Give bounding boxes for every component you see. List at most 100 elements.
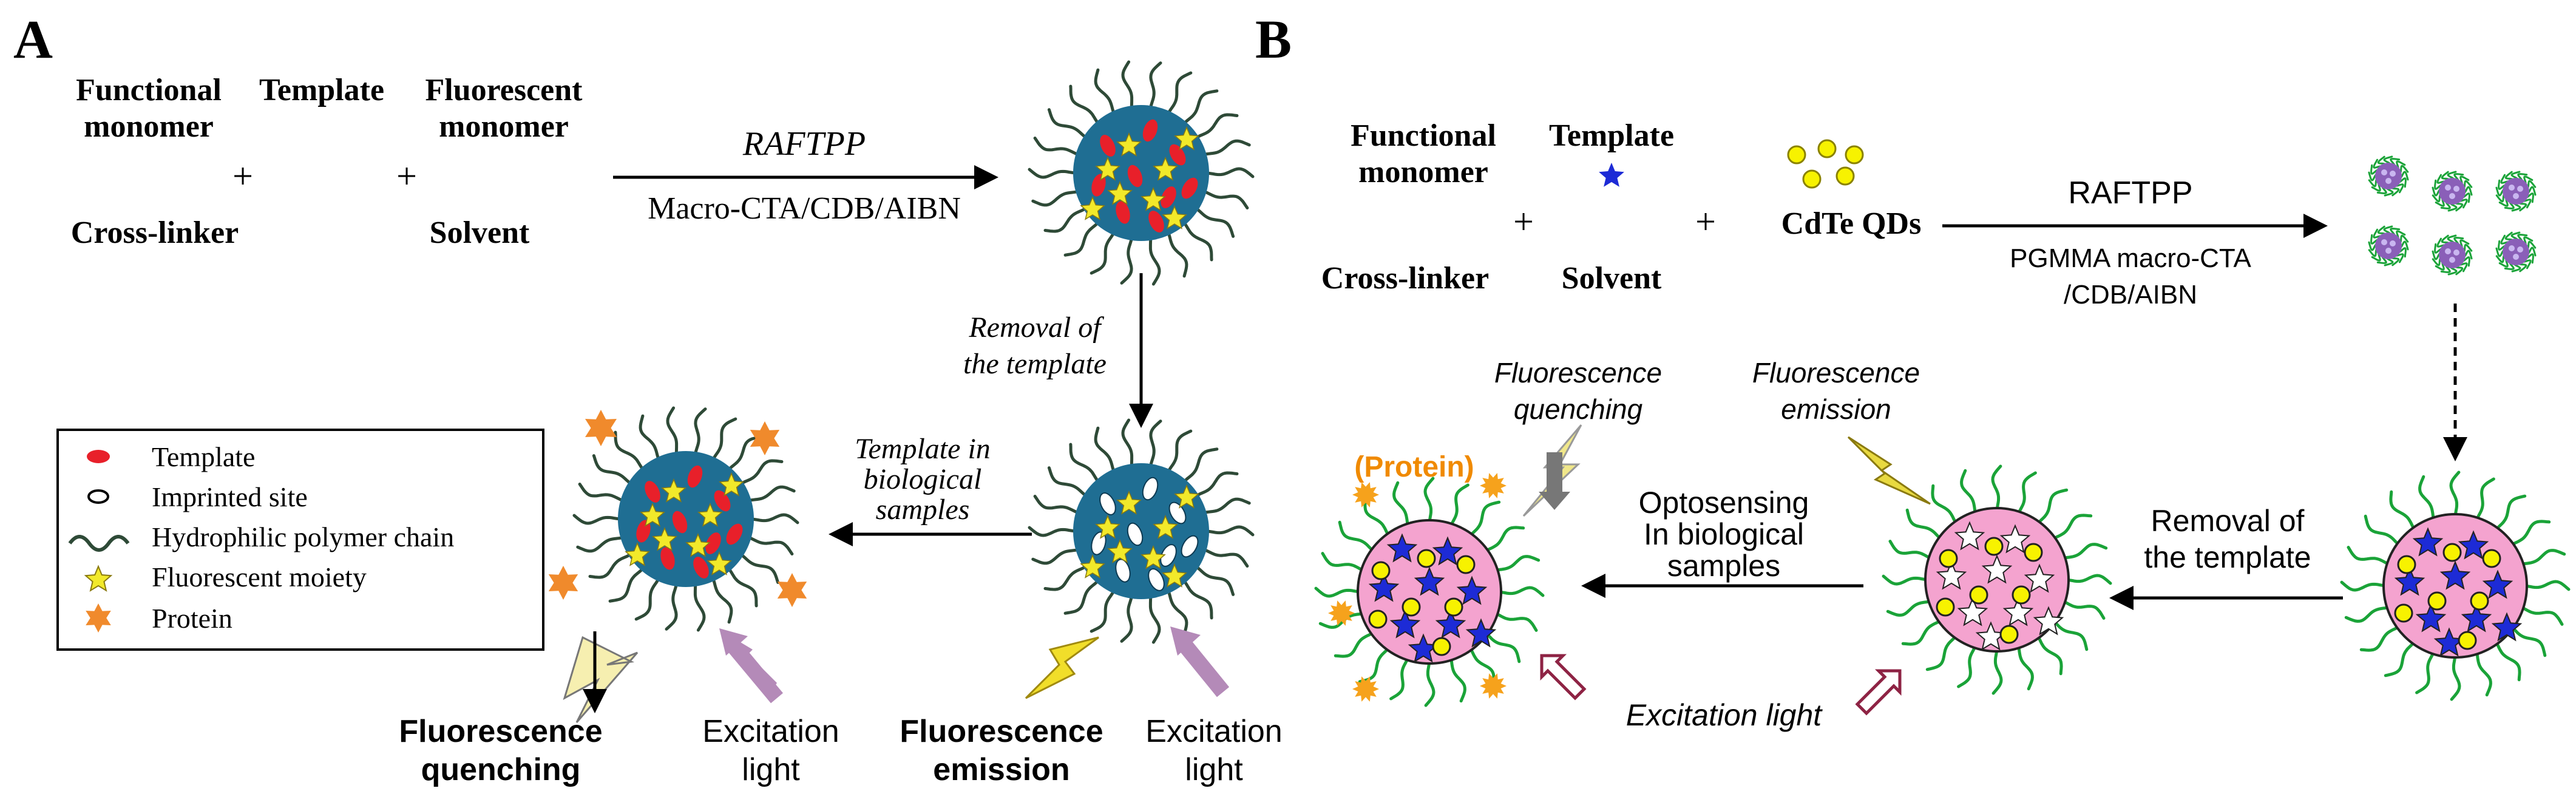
qd-dots: [1936, 537, 2043, 644]
qd-mip-loaded: [2340, 470, 2571, 701]
legend: Template Imprinted site Hydrophilic poly…: [56, 429, 544, 651]
excitation-arrow-head: [1170, 626, 1201, 656]
legend-label: Fluorescent moiety: [152, 562, 367, 592]
fluorescent-star: [1080, 554, 1105, 579]
fluorescent-star: [1141, 545, 1166, 569]
polymer-chain: [1181, 220, 1213, 262]
quench-arrow-head: [1539, 492, 1570, 510]
lightning-icon: [1025, 636, 1099, 699]
polymer-chain: [1449, 483, 1469, 529]
fluorescent-monomer-text: monomer: [439, 109, 569, 144]
polymer-chain: [666, 406, 679, 457]
polymer-chain: [746, 535, 794, 555]
polymer-chain: [1424, 658, 1435, 707]
small-nanoparticle: [2432, 234, 2473, 276]
polymer-chain: [2016, 471, 2037, 517]
legend-label: Protein: [152, 603, 232, 634]
conditions-label: PGMMA macro-CTA: [2010, 243, 2251, 273]
polymer-chain: [1063, 578, 1101, 615]
polymer-chain: [1193, 471, 1239, 498]
polymer-chain: [2475, 477, 2495, 523]
fluorescent-star: [652, 527, 677, 551]
fluorescent-star: [1174, 126, 1199, 151]
fluorescent-star: [1153, 515, 1178, 539]
polymer-chain: [1483, 526, 1525, 554]
polymer-chain: [1882, 574, 1931, 586]
polymer-chain: [1392, 481, 1410, 529]
polymer-chain: [2340, 580, 2389, 592]
template-star: [2491, 612, 2523, 642]
quench-bar: [1547, 452, 1562, 495]
polymer-chain: [726, 566, 758, 608]
polymer-chains: [1028, 60, 1255, 286]
polymer-chain: [1121, 60, 1134, 111]
fluorescent-star: [1153, 157, 1178, 181]
qds-text: CdTe QDs: [1781, 206, 1922, 241]
template-star: [1954, 521, 1985, 551]
fluorescent-moieties: [1080, 126, 1199, 229]
template-molecules: [1091, 119, 1198, 233]
removal-label: the template: [963, 348, 1107, 380]
polymer-chain: [1201, 497, 1251, 515]
plus-sign: +: [396, 156, 417, 196]
small-nanoparticle: [2495, 171, 2537, 212]
polymer-chain: [1201, 189, 1249, 209]
polymer-chain: [2518, 605, 2564, 626]
fluorescent-star: [1107, 539, 1133, 563]
excitation-caption: Excitation: [1145, 714, 1282, 749]
quenching-caption: quenching: [1514, 393, 1643, 425]
polymer-chain: [1033, 495, 1081, 515]
excitation-arrow-right: [1855, 669, 1902, 716]
template-star: [1414, 566, 1445, 596]
polymer-chain: [2449, 470, 2461, 520]
polymer-chain: [2050, 618, 2089, 651]
polymer-chain: [738, 459, 784, 486]
qd-dots: [1787, 139, 1864, 189]
sensing-label: Template in: [855, 433, 991, 465]
excitation-arrow: [1177, 638, 1230, 698]
template-star: [1435, 609, 1466, 639]
template-stars: [1368, 533, 1497, 663]
polymer-chain: [1483, 630, 1521, 664]
nanoparticle-core: [2439, 242, 2466, 268]
template-star: [1957, 597, 1988, 626]
template-star: [2394, 566, 2425, 596]
protein-caption: (Protein): [1354, 451, 1474, 483]
polymer-chain: [1043, 206, 1089, 233]
emission-caption: emission: [933, 752, 1069, 787]
template-star: [1456, 575, 1488, 605]
polymer-chain: [693, 581, 706, 632]
polymer-chain: [1094, 68, 1116, 117]
template-star: [2412, 527, 2444, 557]
emission-caption: Fluorescence: [1752, 357, 1920, 389]
polymer-chain: [1449, 655, 1466, 703]
polymer-chain: [2509, 520, 2551, 548]
fluorescent-moieties: [625, 472, 744, 575]
template-star: [2002, 597, 2034, 626]
template-star: [2024, 563, 2055, 593]
polymer-chain: [1358, 645, 1391, 684]
polymer-chain: [1043, 564, 1089, 591]
polymer-chain: [711, 575, 733, 624]
polymer-chain: [2050, 514, 2093, 541]
polymer-chain: [1121, 418, 1134, 469]
polymer-chain: [2518, 549, 2566, 566]
removal-label: Removal of: [2151, 504, 2305, 538]
polymer-chain: [1201, 139, 1251, 157]
fluorescent-moiety-icon: [84, 565, 113, 592]
polymer-chain: [1069, 443, 1101, 484]
cross-linker-text: Cross-linker: [71, 216, 239, 250]
polymer-chain: [726, 435, 764, 472]
excitation-caption: light: [1185, 752, 1243, 787]
polymer-chain: [1493, 555, 1541, 572]
qd-mip-imprinted: [1882, 464, 2112, 695]
qd-dots: [1368, 549, 1476, 656]
polymer-chain: [2509, 624, 2547, 657]
polymer-chain: [665, 581, 679, 631]
protein-icon: [1352, 482, 1379, 508]
panel-b-label: B: [1255, 10, 1292, 70]
optosensing-label: In biological: [1644, 517, 1804, 551]
template-star: [1386, 533, 1418, 563]
panel-a: A Functional monomer Template Fluorescen…: [13, 10, 1283, 787]
polymer-chain: [1363, 496, 1391, 538]
